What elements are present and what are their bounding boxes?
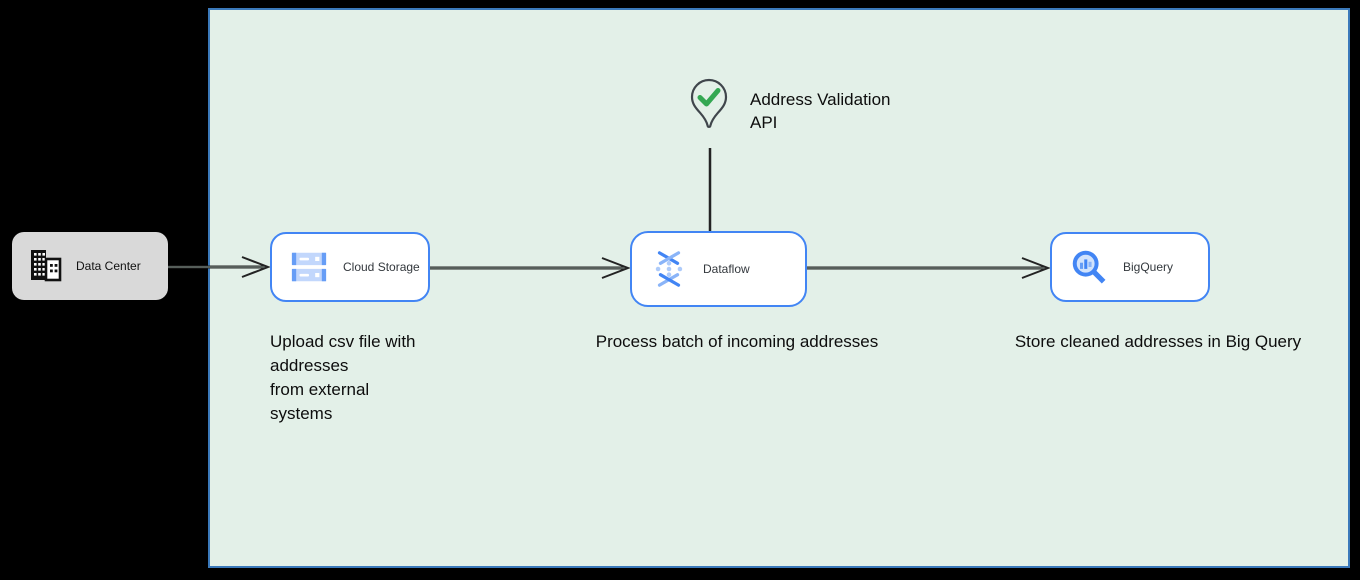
- node-cloud-storage[interactable]: Cloud Storage: [270, 232, 430, 302]
- node-dataflow[interactable]: Dataflow: [630, 231, 807, 307]
- cloud-storage-icon: [291, 252, 327, 282]
- description-process-batch: Process batch of incoming addresses: [595, 332, 879, 351]
- dataflow-icon: [655, 251, 683, 287]
- map-pin-check-icon: [690, 78, 728, 129]
- dataflow-label: Dataflow: [703, 262, 750, 276]
- bigquery-icon: [1072, 250, 1106, 284]
- node-bigquery[interactable]: BigQuery: [1050, 232, 1210, 302]
- address-validation-api-label: Address Validation API: [750, 90, 891, 132]
- node-data-center[interactable]: Data Center: [12, 232, 168, 300]
- building-icon: [31, 250, 62, 282]
- bigquery-label: BigQuery: [1123, 260, 1174, 274]
- description-store-bigquery: Store cleaned addresses in Big Query: [1014, 332, 1302, 351]
- description-upload-csv: Upload csv file with addresses from exte…: [270, 332, 416, 423]
- data-center-label: Data Center: [76, 259, 141, 273]
- cloud-storage-label: Cloud Storage: [343, 260, 420, 274]
